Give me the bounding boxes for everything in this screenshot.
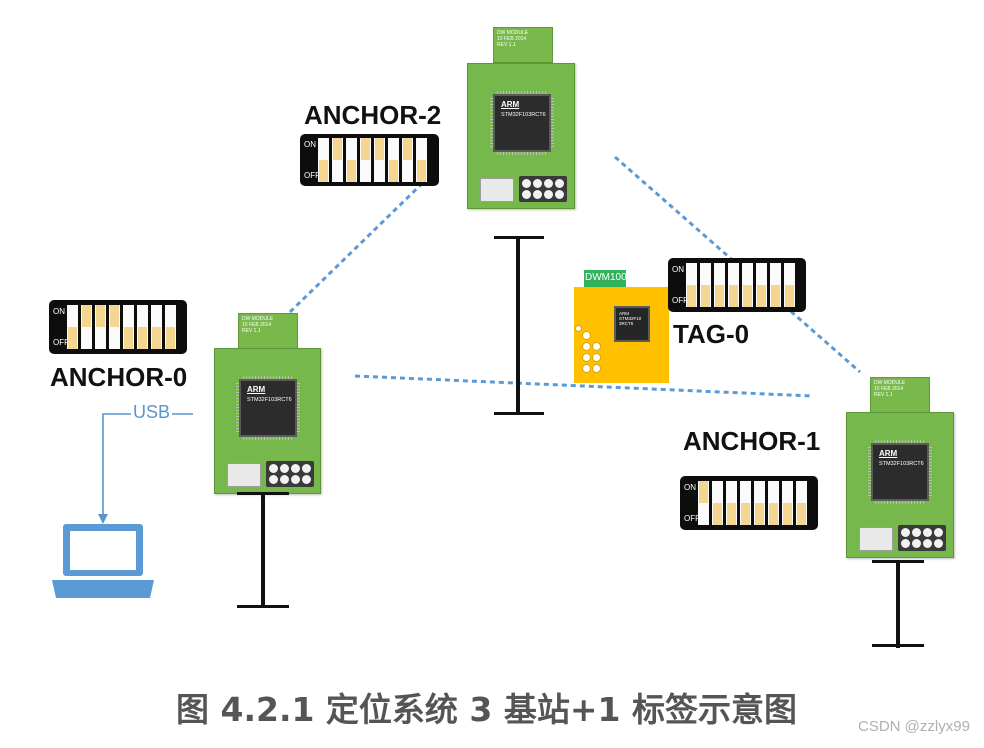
tag-0-label: TAG-0	[673, 319, 750, 349]
module-tab: DW MODULE 10 FEB 2014 REV 1.1	[238, 313, 298, 349]
tag-0-dip-switch: ON OFF	[668, 258, 806, 312]
anchor-1-dip-switch: ON OFF	[680, 476, 818, 530]
pin-header	[266, 461, 314, 487]
module-tab: DW MODULE 10 FEB 2014 REV 1.1	[493, 27, 553, 63]
link-anchor0-anchor2	[288, 168, 438, 314]
tag-dwm1000-label: DWM1000	[584, 270, 626, 287]
pin-header	[519, 176, 567, 202]
watermark: CSDN @zzlyx99	[858, 718, 970, 735]
figure-caption: 图 4.2.1 定位系统 3 基站+1 标签示意图	[176, 690, 797, 729]
module-board: ARM STM32F103RCT6	[467, 63, 575, 209]
usb-port-icon	[480, 178, 514, 202]
anchor-2-label: ANCHOR-2	[304, 100, 442, 130]
mcu-chip: ARM STM32F103RCT6	[490, 91, 554, 155]
usb-cable-arrow	[98, 514, 108, 524]
module-board: ARM STM32F103RCT6	[214, 348, 321, 494]
tag-mcu-chip: ARM STM32F10 3RCT6	[614, 306, 650, 342]
mcu-chip: ARM STM32F103RCT6	[868, 440, 932, 504]
usb-label: USB	[131, 402, 173, 423]
usb-port-icon	[859, 527, 893, 551]
module-tab: DW MODULE 10 FEB 2014 REV 1.1	[870, 377, 930, 413]
anchor-0-label: ANCHOR-0	[50, 362, 188, 392]
module-board: ARM STM32F103RCT6	[846, 412, 954, 558]
anchor-0-dip-switch: ON OFF	[49, 300, 187, 354]
anchor-1-label: ANCHOR-1	[683, 426, 821, 456]
pin-header	[898, 525, 946, 551]
usb-cable	[102, 413, 193, 520]
link-anchor0-anchor1	[354, 374, 813, 398]
mcu-chip: ARM STM32F103RCT6	[236, 376, 300, 440]
usb-port-icon	[227, 463, 261, 487]
anchor-2-dip-switch: ON OFF	[300, 134, 439, 186]
laptop-icon	[52, 524, 154, 598]
tag-board: ARM STM32F10 3RCT6	[574, 287, 669, 383]
